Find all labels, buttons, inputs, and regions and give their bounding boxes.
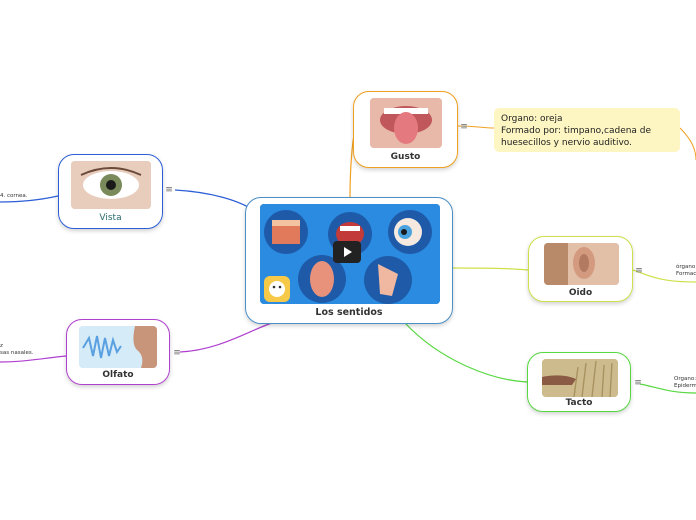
tacto-image[interactable] <box>542 359 618 397</box>
vista-menu-icon[interactable]: ≡ <box>165 185 173 195</box>
connector-oido-note <box>632 269 696 283</box>
gusto-menu-icon[interactable]: ≡ <box>460 122 468 132</box>
olfato-menu-icon[interactable]: ≡ <box>173 348 181 358</box>
central-image[interactable] <box>260 204 440 304</box>
oido-note[interactable]: órgano Formac <box>676 264 696 277</box>
olfato-label: Olfato <box>102 370 134 380</box>
vista-note[interactable]: 4. cornea. <box>0 193 28 199</box>
node-oido[interactable]: Oido <box>528 236 633 302</box>
connector-callout-right <box>679 127 696 161</box>
tacto-note[interactable]: Organo: Epiderm <box>674 376 696 389</box>
oido-detail-callout[interactable]: Organo: oreja Formado por: timpano,caden… <box>494 108 680 152</box>
eye-icon <box>71 161 151 209</box>
connector-gusto-note <box>457 125 495 129</box>
connector-vista-note <box>0 195 59 203</box>
oido-menu-icon[interactable]: ≡ <box>635 266 643 276</box>
node-gusto[interactable]: Gusto <box>353 91 458 168</box>
ear-icon <box>544 243 619 285</box>
tacto-label: Tacto <box>565 398 593 408</box>
tacto-menu-icon[interactable]: ≡ <box>634 378 642 388</box>
connector-tacto-note <box>639 383 696 394</box>
node-olfato[interactable]: Olfato <box>66 319 170 385</box>
senses-illustration-icon <box>260 204 440 304</box>
connector-olfato <box>179 322 273 353</box>
video-play-icon[interactable] <box>333 241 361 263</box>
gusto-image[interactable] <box>370 98 442 148</box>
olfato-note[interactable]: z sas nasales. <box>0 343 34 356</box>
nose-smell-icon <box>79 326 157 368</box>
oido-label: Oido <box>568 288 593 298</box>
connector-oido <box>451 267 529 271</box>
node-tacto[interactable]: Tacto <box>527 352 631 412</box>
connector-tacto <box>404 322 528 383</box>
hand-touching-grass-icon <box>542 359 618 397</box>
tongue-icon <box>370 98 442 148</box>
olfato-image[interactable] <box>79 326 157 368</box>
vista-label: Vista <box>99 213 122 223</box>
connector-olfato-note <box>0 355 67 363</box>
node-vista[interactable]: Vista <box>58 154 163 229</box>
oido-image[interactable] <box>544 243 619 285</box>
central-label: Los sentidos <box>315 307 383 318</box>
gusto-label: Gusto <box>390 152 421 162</box>
vista-image[interactable] <box>71 161 151 209</box>
